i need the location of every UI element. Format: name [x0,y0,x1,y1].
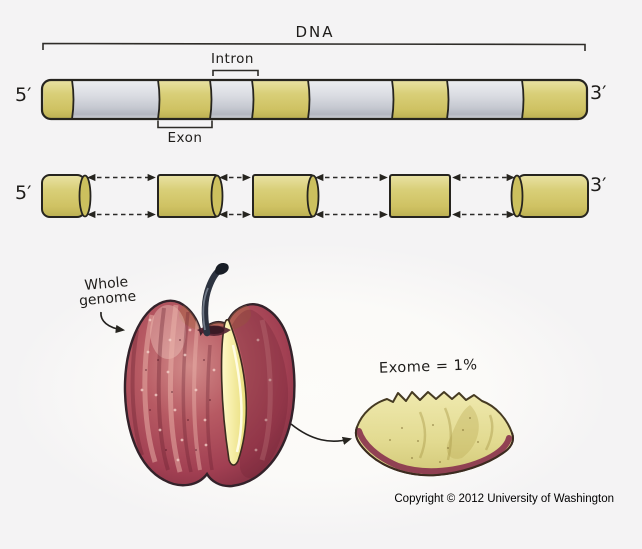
apple-stem-highlight [202,287,209,331]
segment-boundary [391,80,395,119]
dna-segment-exon [42,80,74,119]
segment-boundary [157,80,161,119]
exon-cylinder [252,174,314,218]
apple-to-slice-arrow [290,423,353,445]
cylinder-end-ellipse [306,174,320,218]
whole-genome-arrow [100,311,126,334]
segment-boundary [446,80,450,119]
cylinder-end-ellipse [510,174,524,218]
dna-bracket [42,42,586,51]
dna-segment-intron [210,80,254,119]
dna-segment-exon [522,80,587,119]
apple-stem-tip [215,262,229,275]
apple-slice-illustration [354,391,514,477]
cylinder-end-ellipse [78,174,92,218]
cylinder-end-ellipse [210,174,224,218]
apple-right-lobe-shade [232,309,289,479]
dna-segment-intron [447,80,524,119]
slice-skin [356,428,512,475]
five-prime-label-spliced: 5′ [15,182,32,204]
dna-segment-exon [252,80,310,119]
dna-label: DNA [295,23,335,41]
dna-segment-intron [308,80,394,119]
three-prime-label-dna: 3′ [590,82,607,104]
dna-strand [42,80,587,119]
intron-label: Intron [211,51,254,67]
segment-boundary [209,80,213,119]
spliced-strand [41,173,589,219]
slice-texture [389,405,494,463]
exon-cylinder [41,174,86,218]
dna-segment-intron [72,80,160,119]
apple-texture [130,300,289,479]
segment-boundary [71,80,75,119]
apple-body [123,299,296,488]
dna-segment-exon [392,80,449,119]
apple-slit-highlight [231,344,243,453]
slice-bottom-outline [354,426,514,477]
exon-label: Exon [167,130,203,146]
apple-illustration [123,262,296,488]
intron-bracket [212,69,259,76]
three-prime-label-spliced: 3′ [590,174,607,196]
whole-genome-label: Whole genome [71,274,143,310]
exon-cylinder [516,174,589,218]
segment-boundary [307,80,311,119]
dna-segment-exon [158,80,212,119]
exon-cylinder [157,174,218,218]
five-prime-label-dna: 5′ [15,84,32,106]
exon-bracket [157,120,213,129]
segment-boundary [521,80,525,119]
dna-strand-outline [40,78,589,121]
copyright-text: Copyright © 2012 University of Washingto… [394,493,614,505]
exon-cylinder [389,174,451,218]
segment-boundary [251,80,255,119]
